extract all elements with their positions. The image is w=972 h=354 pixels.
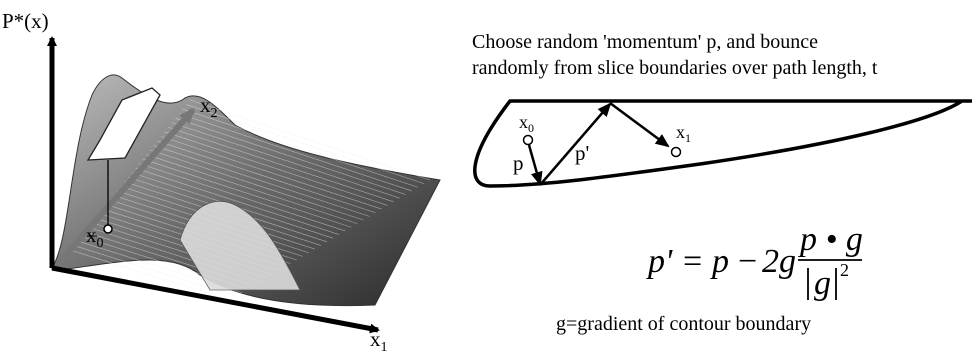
mesh-line	[142, 158, 352, 228]
slice-region	[86, 87, 161, 161]
mesh-line	[168, 126, 394, 203]
caption-line-1: Choose random 'momentum' p, and bounce	[472, 31, 818, 53]
mesh-line	[171, 122, 400, 199]
mesh-line	[182, 108, 418, 188]
formula-denominator-g: g	[814, 265, 831, 302]
slice-x0-label: x0	[519, 112, 534, 135]
surface-plot: P*(x) x1 x2 x0	[2, 9, 441, 354]
slice-x0-point	[522, 134, 534, 146]
formula-numerator: p • g	[798, 221, 863, 258]
p-prime-label: p'	[575, 141, 589, 165]
mesh-line	[175, 117, 406, 195]
x0-label: x0	[86, 223, 104, 251]
reflection-formula: p' = p − 2g p • g g 2	[646, 221, 863, 302]
x1-axis	[51, 265, 380, 334]
momentum-p-prime-arrow	[539, 102, 612, 186]
slice-x1-point	[670, 146, 682, 158]
p-label: p	[513, 151, 524, 175]
caption-line-2: randomly from slice boundaries over path…	[472, 57, 878, 79]
bounce-arrow	[609, 101, 670, 148]
gradient-note: g=gradient of contour boundary	[556, 313, 811, 335]
formula-minus: −	[738, 243, 757, 280]
x2-axis-label: x2	[200, 93, 218, 121]
formula-equals: =	[683, 243, 702, 280]
mesh-line	[160, 136, 382, 210]
mesh-line	[178, 113, 412, 192]
formula-p: p	[710, 243, 729, 280]
formula-two-g: 2g	[762, 243, 796, 280]
mesh-line	[157, 140, 376, 214]
mesh-line	[149, 149, 364, 221]
x1-axis-label: x1	[370, 327, 388, 354]
formula-exponent: 2	[840, 260, 849, 280]
mesh-line	[146, 154, 358, 224]
mesh-line	[135, 167, 340, 235]
y-axis-label: P*(x)	[2, 9, 49, 33]
x0-point	[103, 224, 113, 234]
slice-contour	[473, 99, 972, 188]
mesh-line	[186, 104, 425, 184]
probability-surface	[51, 74, 441, 307]
mesh-line	[164, 131, 388, 206]
x2-axis	[55, 107, 196, 266]
mesh-line	[189, 99, 431, 181]
second-hump	[179, 201, 301, 291]
slice-diagram: Choose random 'momentum' p, and bounce r…	[472, 31, 972, 188]
momentum-p-arrow	[527, 144, 543, 186]
mesh-line	[69, 249, 231, 301]
mesh-line	[138, 163, 346, 232]
slice-x1-label: x1	[676, 122, 691, 145]
formula-lhs: p'	[646, 243, 673, 280]
mesh-line	[153, 145, 370, 217]
